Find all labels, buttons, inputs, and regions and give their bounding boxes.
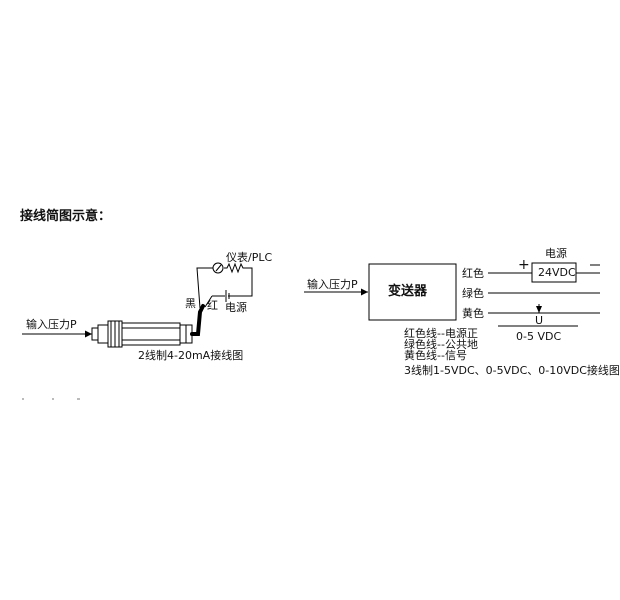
power-label: 电源: [225, 301, 247, 314]
diagram-lines: [22, 262, 600, 400]
green-wire-name: 绿色: [462, 287, 484, 300]
red-lead: [204, 295, 213, 308]
two-wire-input-label: 输入压力P: [26, 318, 77, 331]
three-wire-input-label: 输入压力P: [307, 278, 358, 291]
two-wire-caption: 2线制4-20mA接线图: [138, 349, 244, 362]
legend-red: 红色线--电源正: [404, 327, 478, 340]
power-supply-box: [531, 262, 577, 283]
meter-label: 仪表/PLC: [226, 251, 273, 264]
yellow-wire-name: 黄色: [462, 307, 484, 320]
supply-voltage: 24VDC: [538, 266, 576, 279]
diagram-heading: 接线简图示意：: [20, 209, 112, 224]
plus-sign: +: [518, 257, 530, 273]
supply-label: 电源: [545, 247, 567, 260]
output-symbol: U: [535, 314, 544, 327]
transmitter-label: 变送器: [388, 284, 428, 299]
legend-yellow: 黄色线--信号: [404, 349, 467, 362]
wiring-diagram: 接线简图示意： 输入压力P 仪表/PLC 黑 红 电源 2线制4-20mA接线图…: [20, 209, 620, 400]
output-range: 0-5 VDC: [516, 330, 562, 343]
loop-wire-left: [196, 267, 213, 309]
input-pressure-arrowhead-2: [361, 288, 368, 296]
three-wire-caption: 3线制1-5VDC、0-5VDC、0-10VDC接线图: [404, 364, 620, 377]
red-wire-label: 红: [207, 299, 218, 312]
red-wire-name: 红色: [462, 267, 484, 280]
load-resistor-wire: [224, 262, 253, 297]
transmitter-box: [368, 263, 457, 321]
legend-green: 绿色线--公共地: [404, 338, 478, 351]
pressure-sensor-drawing: [91, 320, 193, 348]
sensor-cable: [190, 304, 205, 336]
black-wire-label: 黑: [185, 297, 196, 310]
input-pressure-arrowhead: [85, 330, 92, 338]
